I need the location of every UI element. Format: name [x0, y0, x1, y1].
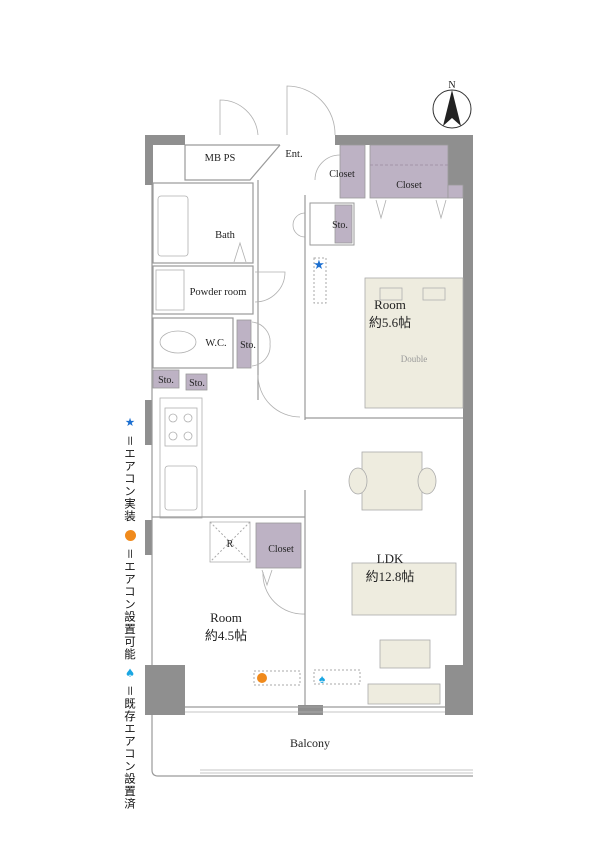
wc-label: W.C. — [205, 338, 226, 349]
spade-icon: ♠ — [123, 665, 137, 681]
closet-entrance-label: Closet — [329, 169, 355, 180]
powder-room-label: Powder room — [190, 287, 247, 298]
legend-installed: ＝エアコン実装 — [123, 434, 137, 523]
spade-ac-icon: ♠ — [319, 672, 326, 686]
label-label: N — [448, 80, 455, 91]
north-arrow-icon — [443, 90, 461, 126]
bed-label: Double — [401, 354, 428, 364]
outer-walls — [145, 135, 473, 715]
star-ac-icon: ★ — [313, 257, 325, 272]
room1-size-label: 約5.6帖 — [369, 315, 411, 330]
legend: ★ ＝エアコン実装 ＝エアコン設置可能 ♠ ＝既存エアコン設置済 — [121, 415, 139, 810]
legend-existing: ＝既存エアコン設置済 — [123, 685, 137, 811]
legend-installable: ＝エアコン設置可能 — [123, 548, 137, 661]
ldk-size-label: 約12.8帖 — [366, 569, 415, 584]
star-icon: ★ — [123, 415, 137, 430]
entrance-label: Ent. — [285, 149, 302, 160]
room2-name-label: Room — [210, 610, 242, 625]
orange-dot-icon — [124, 529, 136, 541]
room1-name-label: Room — [374, 297, 406, 312]
entrance-doors — [184, 85, 336, 400]
dining-table — [361, 451, 423, 511]
storage-left1-label: Sto. — [158, 375, 174, 386]
storage-left2-label: Sto. — [189, 378, 205, 389]
bath-label: Bath — [215, 230, 236, 241]
closet-room-label: Closet — [396, 180, 422, 191]
storage-top-label: Sto. — [332, 220, 348, 231]
ldk-name-label: LDK — [377, 551, 404, 566]
orange-ac-icon — [257, 673, 267, 683]
closet-room — [369, 144, 449, 199]
closet-entrance — [339, 144, 366, 199]
compass: N — [432, 80, 472, 129]
balcony-label: Balcony — [290, 736, 330, 750]
storage-hall-label: Sto. — [240, 340, 256, 351]
room2-size-label: 約4.5帖 — [205, 628, 247, 643]
closet-small-room-label: Closet — [268, 544, 294, 555]
balcony: Balcony — [151, 715, 473, 777]
refrigerator-label: R — [227, 539, 234, 550]
sofa — [351, 562, 457, 616]
mbps-label: MB PS — [205, 153, 236, 164]
